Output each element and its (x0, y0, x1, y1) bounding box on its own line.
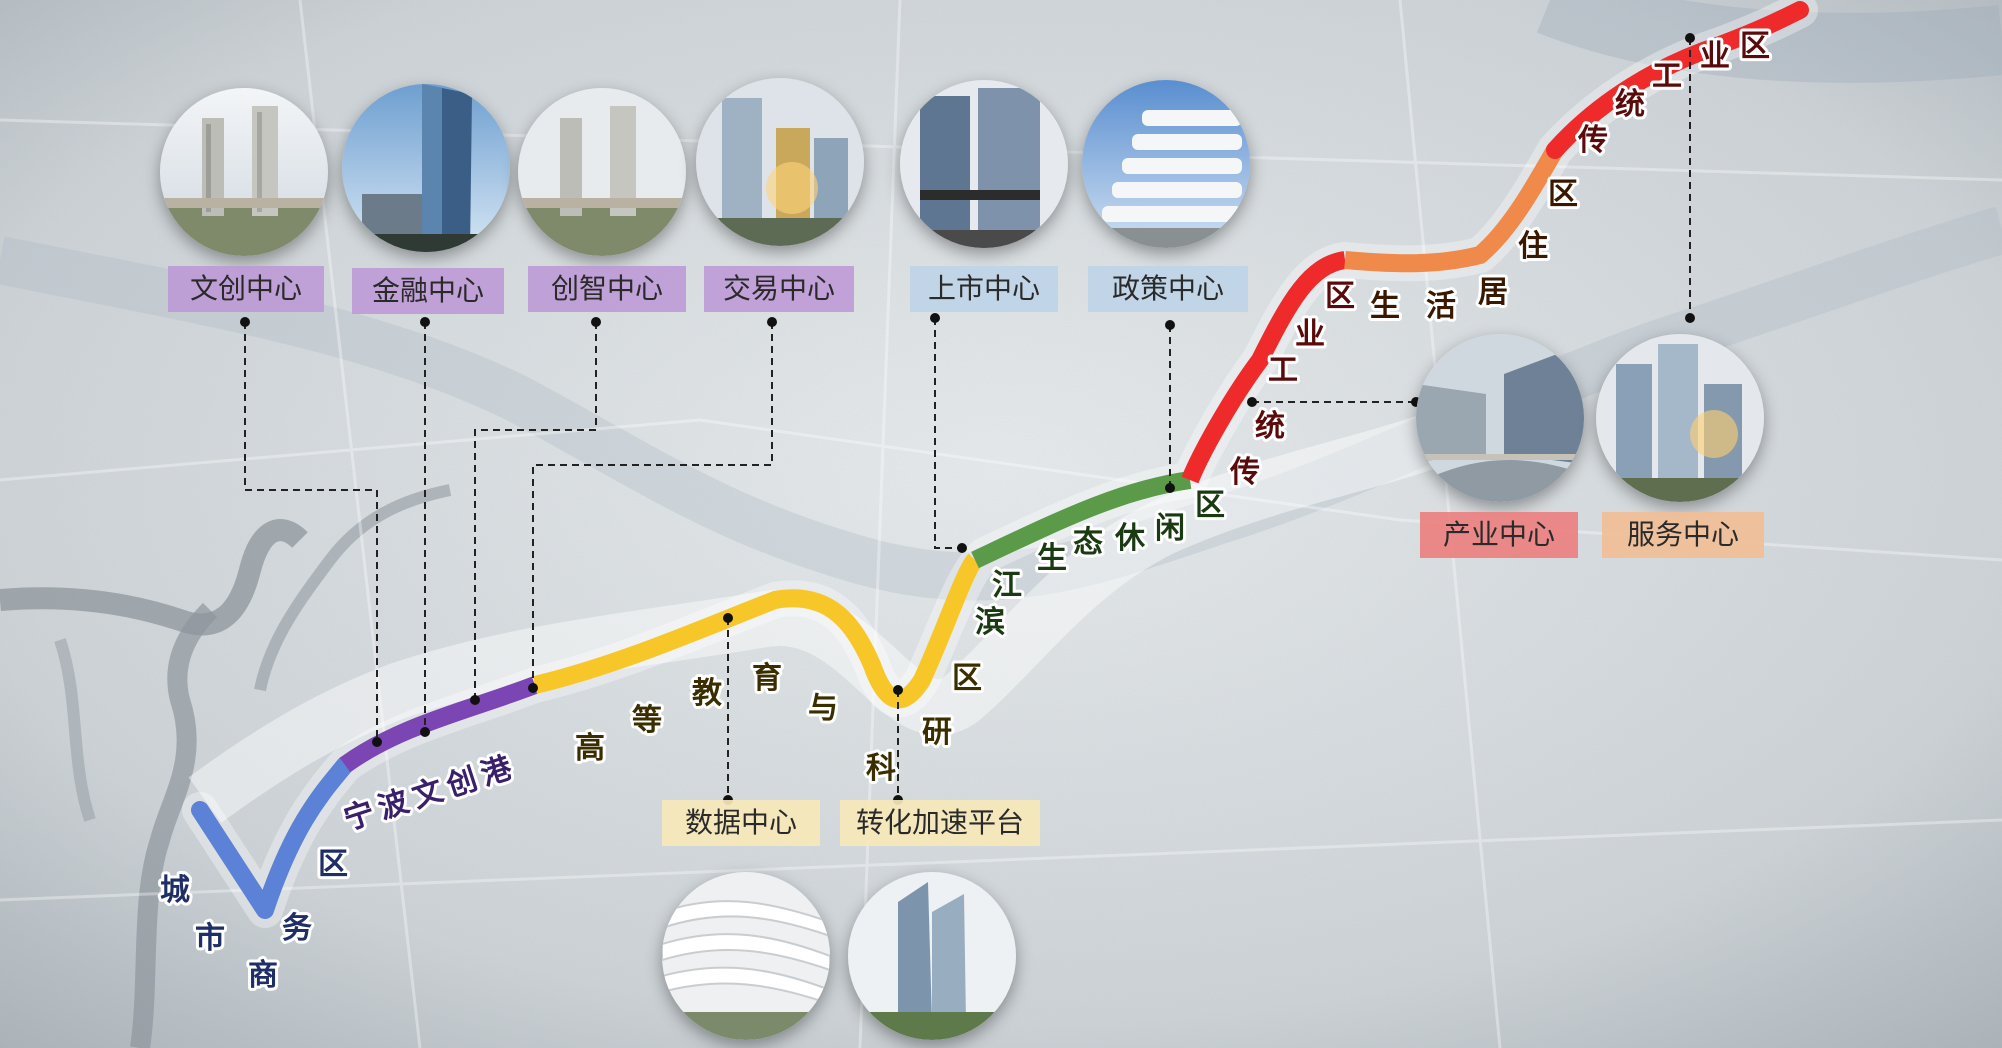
building-photo-zhuanhua (848, 872, 1016, 1040)
svg-text:区: 区 (1195, 488, 1225, 523)
building-photo-chanye (1416, 334, 1584, 502)
route-segment-industry1 (1181, 251, 1347, 484)
river-network-3 (254, 484, 452, 692)
river-network-2 (130, 602, 218, 1048)
svg-text:区: 区 (952, 661, 982, 696)
route-segment-eco (971, 471, 1192, 569)
river-network-1 (0, 519, 308, 636)
svg-text:生: 生 (1037, 541, 1067, 576)
connector-shangshi (934, 318, 962, 549)
svg-text:商: 商 (248, 958, 278, 993)
svg-text:居: 居 (1478, 275, 1508, 310)
connectors (244, 38, 1691, 800)
svg-text:业: 业 (1700, 39, 1730, 74)
svg-text:住: 住 (1518, 229, 1548, 264)
svg-text:生: 生 (1370, 289, 1400, 324)
tag-wenchuang: 文创中心 (168, 266, 324, 312)
tag-chanye: 产业中心 (1420, 512, 1578, 558)
svg-text:科: 科 (866, 751, 896, 786)
svg-text:与: 与 (808, 691, 838, 726)
label-living: 生 活 居 住 区 (1367, 174, 1581, 327)
tag-zhuanhua: 转化加速平台 (840, 800, 1040, 846)
building-photo-shangshi (900, 80, 1068, 248)
route-segment-education (532, 553, 983, 709)
label-eco: 江 滨 生 态 休 闲 区 (972, 485, 1228, 643)
route-segment-living (1344, 145, 1563, 273)
svg-text:工: 工 (1652, 59, 1682, 94)
building-photo-jiaoyi (696, 78, 864, 246)
building-photo-shuju (662, 872, 830, 1040)
tag-jinrong: 金融中心 (352, 268, 504, 314)
building-photo-chuangzhi (518, 88, 686, 256)
svg-text:活: 活 (1426, 289, 1456, 324)
route-segment-cbd (191, 756, 354, 919)
svg-text:态: 态 (1073, 525, 1103, 560)
label-industry1: 传 统 工 业 区 (1226, 276, 1358, 493)
tag-shuju: 数据中心 (662, 800, 820, 846)
svg-text:等: 等 (632, 703, 662, 738)
building-photo-jinrong (342, 84, 510, 252)
tag-shangshi: 上市中心 (910, 266, 1058, 312)
route-segment-ningbo (339, 676, 539, 773)
tag-jiaoyi: 交易中心 (704, 266, 854, 312)
svg-text:统: 统 (1255, 409, 1285, 444)
tag-chuangzhi: 创智中心 (528, 266, 686, 312)
svg-text:滨: 滨 (975, 605, 1005, 640)
svg-text:教: 教 (692, 676, 722, 711)
connector-wenchuang (244, 322, 378, 742)
svg-text:工: 工 (1268, 353, 1298, 388)
svg-text:育: 育 (752, 661, 782, 696)
svg-text:高: 高 (575, 731, 605, 766)
svg-text:市: 市 (195, 921, 225, 956)
building-photo-zhengce (1082, 80, 1250, 248)
building-photo-fuwu (1596, 334, 1764, 502)
label-cbd: 城 市 商 务 区 (157, 844, 351, 996)
river-main (0, 206, 2002, 601)
connector-chuangzhi (474, 322, 597, 700)
svg-text:闲: 闲 (1155, 511, 1185, 546)
svg-text:传: 传 (1229, 455, 1260, 490)
svg-text:传: 传 (1577, 123, 1608, 158)
connector-jiaoyi (532, 322, 773, 688)
svg-text:区: 区 (1325, 279, 1355, 314)
svg-text:江: 江 (992, 568, 1022, 603)
svg-text:城: 城 (160, 873, 190, 908)
route-segment-industry2 (1546, 1, 1809, 159)
svg-text:区: 区 (1548, 177, 1578, 212)
svg-text:业: 业 (1295, 317, 1325, 352)
river-network-4 (54, 638, 96, 822)
label-education: 高 等 教 育 与 科 研 区 (572, 658, 985, 789)
svg-text:务: 务 (282, 911, 312, 946)
building-photo-wenchuang (160, 88, 328, 256)
svg-text:区: 区 (318, 847, 348, 882)
tag-fuwu: 服务中心 (1602, 512, 1764, 558)
label-industry2: 传 统 工 业 区 (1574, 26, 1773, 161)
svg-text:休: 休 (1114, 521, 1146, 556)
svg-text:区: 区 (1740, 29, 1770, 64)
svg-text:统: 统 (1615, 87, 1645, 122)
svg-text:研: 研 (922, 715, 952, 750)
tag-zhengce: 政策中心 (1088, 266, 1248, 312)
